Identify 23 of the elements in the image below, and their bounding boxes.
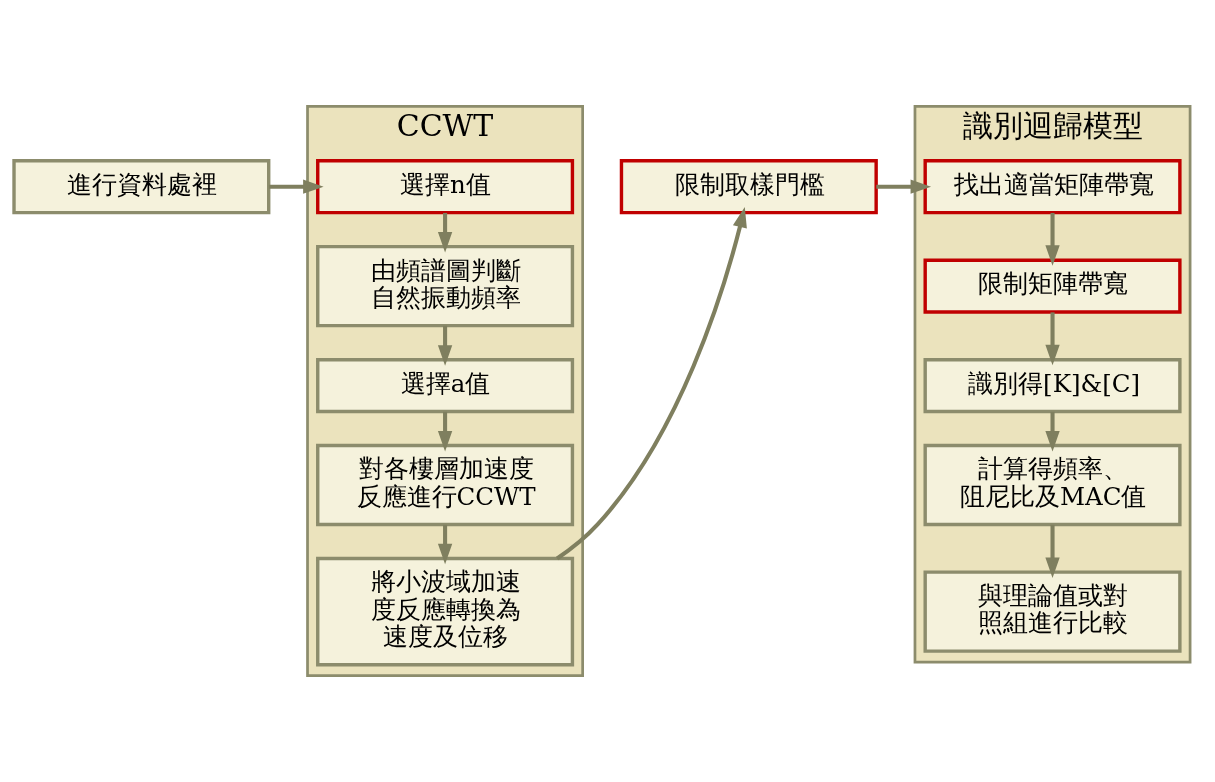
- arrow: [437, 524, 453, 565]
- node-box: 識別得[K]&[C]: [923, 357, 1182, 414]
- node-box: 選擇n值: [316, 159, 575, 215]
- node-box: 限制矩陣帶寬: [923, 258, 1182, 314]
- arrow: [268, 179, 324, 194]
- arrow: [555, 207, 747, 561]
- node-box: 對各樓層加速度反應進行CCWT: [316, 443, 575, 527]
- arrow: [437, 325, 453, 366]
- node-box: 與理論值或對照組進行比較: [923, 570, 1182, 653]
- arrow: [437, 212, 453, 253]
- arrow: [1045, 212, 1060, 266]
- arrow: [1045, 411, 1060, 452]
- node-box: 由頻譜圖判斷自然振動頻率: [316, 244, 575, 328]
- node-box: 進行資料處裡: [12, 159, 271, 215]
- arrow: [1045, 524, 1060, 578]
- node-box: 選擇a值: [316, 357, 575, 414]
- node-box: 找出適當矩陣帶寬: [923, 159, 1182, 215]
- arrow: [876, 179, 932, 194]
- arrow: [1045, 312, 1060, 366]
- node-box: 將小波域加速度反應轉換為速度及位移: [316, 556, 575, 667]
- node-box: 計算得頻率、阻尼比及MAC值: [923, 443, 1182, 527]
- node-box: 限制取樣門檻: [619, 159, 878, 215]
- arrow: [437, 411, 453, 452]
